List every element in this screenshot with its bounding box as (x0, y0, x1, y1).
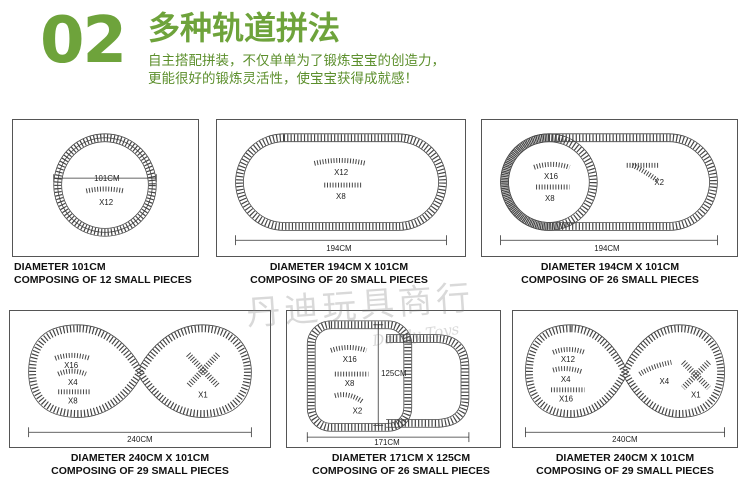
track-diagram-double-oval: X16 X8 X2 125CM 171CM (306, 320, 470, 447)
dim-label: 194CM (594, 244, 619, 253)
piece-tag: X8 (336, 192, 346, 201)
track-diagram-figure-eight: X16 X4 X8 X1 240CM (28, 324, 252, 444)
piece-tag: X8 (68, 397, 78, 406)
layout-caption-oval-loop: DIAMETER 194CM X 101CM COMPOSING OF 26 S… (510, 261, 710, 287)
pieces-label: COMPOSING OF 29 SMALL PIECES (51, 465, 229, 477)
piece-tag: X4 (561, 375, 571, 384)
piece-tag: X16 (343, 355, 358, 364)
pieces-label: COMPOSING OF 26 SMALL PIECES (521, 274, 699, 286)
diameter-label: DIAMETER 171CM X 125CM (331, 452, 471, 464)
crossing-piece (681, 360, 711, 390)
piece-tag: X2 (353, 406, 363, 415)
piece-tag: X2 (654, 178, 664, 187)
layout-panel-oval: X12 X8 194CM (216, 119, 466, 257)
header: 02 多种轨道拼法 自主搭配拼装，不仅单单为了锻炼宝宝的创造力， 更能很好的锻炼… (0, 0, 750, 110)
piece-tag: X12 (334, 168, 348, 177)
pieces-label: COMPOSING OF 20 SMALL PIECES (250, 274, 428, 286)
track-diagram-figure-eight-branch: X12 X4 X16 X4 X1 240CM (525, 324, 725, 444)
layout-caption-double-oval: DIAMETER 171CM X 125CM COMPOSING OF 26 S… (296, 452, 506, 478)
layout-panel-oval-loop: X16 X8 X2 194CM (481, 119, 738, 257)
crossing-piece (186, 352, 221, 388)
piece-tag: X8 (345, 379, 355, 388)
piece-tag: X16 (544, 172, 559, 181)
diameter-label: DIAMETER 240CM X 101CM (70, 452, 210, 464)
dim-label: 240CM (612, 435, 637, 444)
track-diagram-oval-loop: X16 X8 X2 194CM (500, 133, 718, 253)
layout-caption-figure-eight: DIAMETER 240CM X 101CM COMPOSING OF 29 S… (30, 452, 250, 478)
dim-label: 125CM (381, 369, 406, 378)
pieces-label: COMPOSING OF 26 SMALL PIECES (312, 465, 490, 477)
piece-tag: X12 (99, 198, 113, 207)
section-number: 02 (40, 4, 127, 78)
layout-caption-figure-eight-branch: DIAMETER 240CM X 101CM COMPOSING OF 29 S… (520, 452, 730, 478)
diameter-label: DIAMETER 194CM X 101CM (269, 261, 409, 273)
piece-tag: X1 (691, 391, 701, 400)
diameter-label: DIAMETER 101CM (14, 261, 106, 273)
section-title: 多种轨道拼法 (148, 9, 341, 47)
dim-label: 240CM (127, 435, 152, 444)
layout-panel-figure-eight: X16 X4 X8 X1 240CM (9, 310, 271, 448)
layout-caption-circle: DIAMETER 101CM COMPOSING OF 12 SMALL PIE… (14, 261, 192, 287)
subtitle-line-2: 更能很好的锻炼灵活性，使宝宝获得成就感！ (148, 71, 418, 87)
track-diagram-circle: 101CM X12 (53, 133, 157, 237)
layout-panel-figure-eight-branch: X12 X4 X16 X4 X1 240CM (512, 310, 738, 448)
diameter-label: DIAMETER 194CM X 101CM (540, 261, 680, 273)
piece-tag: X8 (545, 194, 555, 203)
layout-panel-double-oval: X16 X8 X2 125CM 171CM (286, 310, 501, 448)
diameter-label: DIAMETER 240CM X 101CM (555, 452, 695, 464)
piece-tag: X16 (559, 395, 574, 404)
layout-caption-oval: DIAMETER 194CM X 101CM COMPOSING OF 20 S… (234, 261, 444, 287)
dim-label: 194CM (326, 244, 351, 253)
layout-panel-circle: 101CM X12 (12, 119, 199, 257)
piece-tag: X4 (659, 377, 669, 386)
dim-label: 101CM (94, 174, 119, 183)
piece-tag: X4 (68, 378, 78, 387)
subtitle-line-1: 自主搭配拼装，不仅单单为了锻炼宝宝的创造力， (148, 53, 445, 69)
pieces-label: COMPOSING OF 12 SMALL PIECES (14, 274, 192, 286)
dim-label: 171CM (374, 438, 399, 447)
track-diagram-oval: X12 X8 194CM (235, 133, 447, 253)
pieces-label: COMPOSING OF 29 SMALL PIECES (536, 465, 714, 477)
piece-tag: X12 (561, 355, 575, 364)
piece-tag: X16 (64, 361, 79, 370)
piece-tag: X1 (198, 391, 208, 400)
